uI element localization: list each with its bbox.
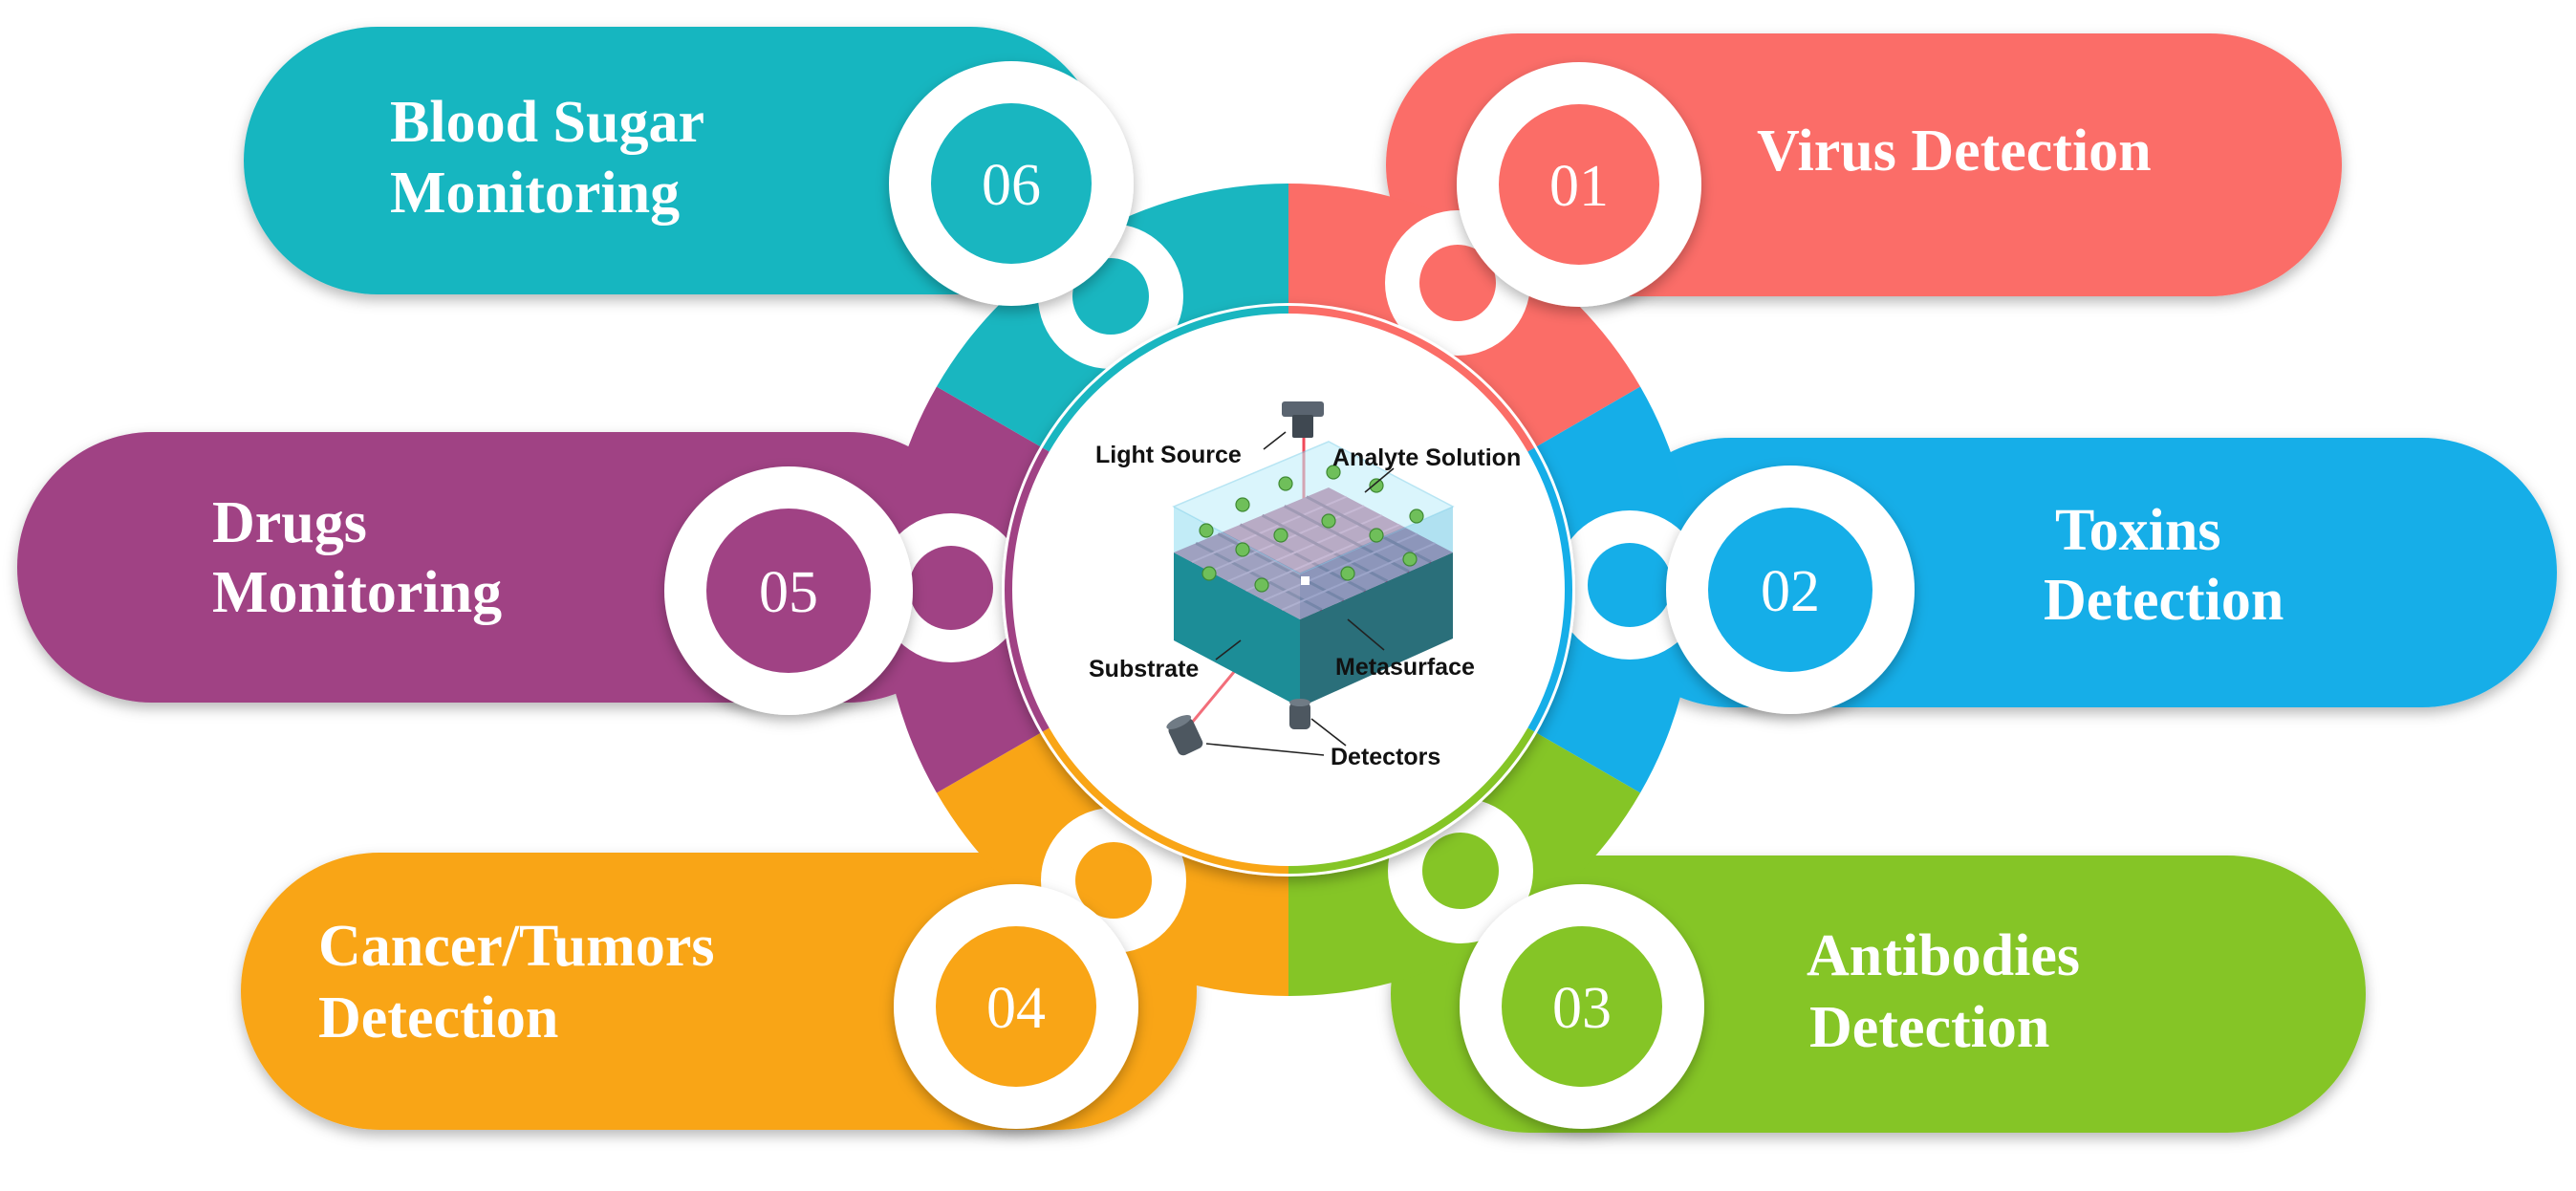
thin-ring-sector-04 (1042, 727, 1288, 875)
badge-core-05 (706, 509, 871, 673)
diagram-label-detectors: Detectors (1331, 744, 1440, 770)
label-03-line2: Detection (1809, 995, 2049, 1060)
link-inner-06 (1072, 258, 1149, 335)
badge-numbers: 06 01 05 02 04 03 (759, 153, 1820, 1041)
diagram-label-metasurface: Metasurface (1335, 654, 1475, 681)
pill-labels: Blood Sugar Monitoring Virus Detection D… (212, 90, 2284, 1060)
analyte-particle (1273, 528, 1288, 543)
diagram-label-substrate: Substrate (1089, 656, 1199, 682)
badge-core-02 (1708, 508, 1872, 672)
light-source-body (1282, 401, 1324, 417)
light-spot (1301, 576, 1310, 585)
analyte-right-face (1300, 507, 1453, 619)
badge-number-02: 02 (1761, 559, 1820, 624)
analyte-particle (1278, 476, 1293, 491)
analyte-particle (1369, 478, 1384, 493)
badge-number-01: 01 (1549, 154, 1609, 219)
badge-core-03 (1502, 926, 1662, 1087)
number-badges (664, 61, 1915, 1129)
badge-core-04 (936, 926, 1096, 1087)
badge-number-04: 04 (986, 976, 1046, 1041)
label-04-line2: Detection (318, 985, 558, 1050)
analyte-particles (1199, 465, 1424, 593)
analyte-particle (1321, 513, 1336, 529)
badge-core-06 (931, 103, 1092, 264)
link-inner-03 (1422, 833, 1499, 909)
label-04-line1: Cancer/Tumors (318, 914, 714, 979)
analyte-particle (1199, 523, 1214, 538)
label-06-line2: Monitoring (390, 161, 680, 226)
analyte-particle (1254, 577, 1269, 593)
diagram-label-analyte-solution: Analyte Solution (1332, 444, 1521, 471)
analyte-particle (1326, 465, 1341, 480)
arrow-detectors-left (1205, 743, 1325, 756)
link-inner-04 (1075, 842, 1152, 919)
arrow-metasurface (1347, 618, 1385, 651)
diagram-label-light-source: Light Source (1095, 442, 1242, 468)
link-inner-01 (1419, 245, 1496, 321)
analyte-particle (1402, 552, 1418, 567)
analyte-particle (1369, 528, 1384, 543)
detector-left (1166, 715, 1203, 756)
link-inner-05 (909, 546, 993, 630)
detector-right (1289, 699, 1310, 729)
badge-core-01 (1499, 104, 1659, 265)
analyte-particle (1235, 497, 1250, 512)
link-inner-02 (1588, 543, 1672, 627)
arrow-light-source (1263, 431, 1287, 450)
analyte-particle (1340, 566, 1355, 581)
metasurface-illustration: Light Source Analyte Solution Substrate … (1089, 401, 1521, 770)
thin-ring-sector-03 (1288, 727, 1535, 874)
thin-ring-sector-02 (1527, 447, 1572, 732)
label-01-line1: Virus Detection (1757, 119, 2152, 184)
substrate-right-face (1300, 552, 1453, 707)
analyte-particle (1409, 509, 1424, 524)
label-05-line2: Monitoring (212, 560, 502, 625)
thin-ring-sector-06 (1042, 306, 1288, 452)
label-05-line1: Drugs (212, 490, 367, 555)
analyte-top-face (1172, 441, 1455, 574)
label-03-line1: Antibodies (1807, 923, 2080, 988)
arrow-analyte (1364, 467, 1395, 493)
arrow-detectors-right (1310, 718, 1347, 747)
arrow-substrate (1215, 639, 1242, 660)
badge-number-06: 06 (982, 153, 1041, 218)
analyte-particle (1235, 542, 1250, 557)
pill-06-blood-sugar (244, 27, 1104, 294)
label-02-line1: Toxins (2055, 498, 2221, 563)
thin-ring-sector-05 (1004, 447, 1050, 732)
thin-ring-sector-01 (1288, 306, 1535, 452)
label-06-line1: Blood Sugar (390, 90, 704, 155)
light-source-neck (1292, 415, 1313, 438)
analyte-particle (1201, 566, 1217, 581)
badge-number-05: 05 (759, 560, 818, 625)
badge-number-03: 03 (1552, 976, 1612, 1041)
substrate-left-face (1174, 552, 1300, 707)
center-thin-ring (1004, 306, 1572, 875)
label-02-line2: Detection (2044, 568, 2284, 633)
